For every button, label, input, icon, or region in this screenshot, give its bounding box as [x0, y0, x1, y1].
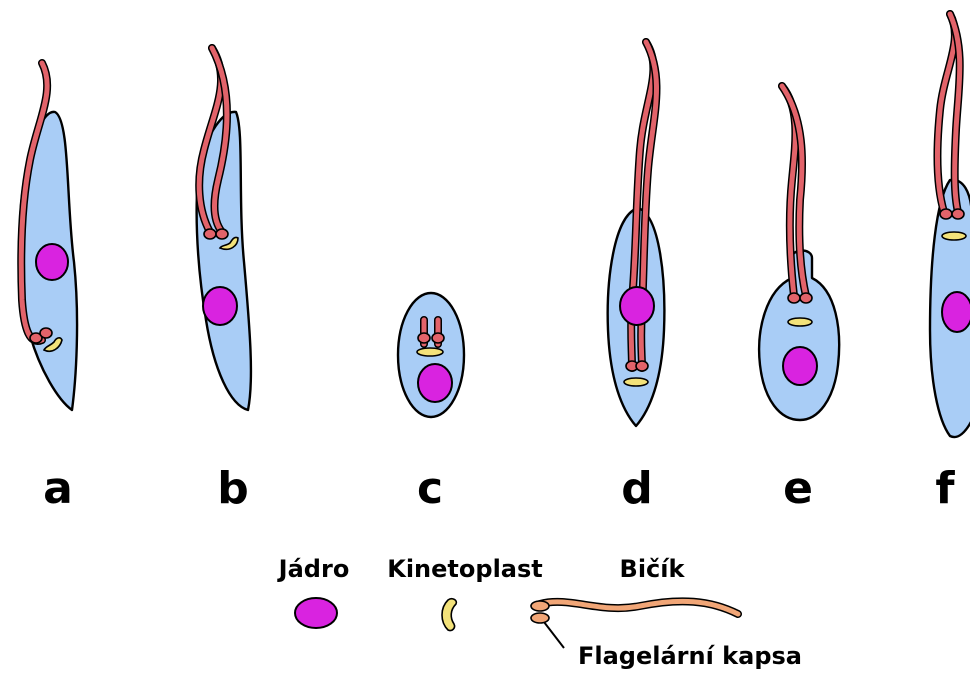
form-e: [759, 86, 839, 420]
kinetoplast-d: [624, 378, 648, 386]
nucleus-b: [203, 287, 237, 325]
form-label-e: e: [783, 463, 813, 514]
legend-label-kinetoplast: Kinetoplast: [387, 555, 543, 583]
flagellar-pocket-e: [788, 293, 800, 303]
kinetoplast-f: [942, 232, 966, 240]
flagellar-pocket-f: [940, 209, 952, 219]
legend-kinetoplast-swatch: [442, 599, 456, 631]
nucleus-f: [942, 292, 970, 332]
flagellar-pocket-b: [204, 229, 216, 239]
flagellar-pocket-c: [418, 333, 430, 343]
form-label-a: a: [43, 463, 73, 514]
legend-label-nucleus: Jádro: [277, 555, 350, 583]
legend: Jádro Kinetoplast Bičík Flagelární kapsa: [277, 555, 802, 670]
form-b: [197, 48, 251, 410]
form-label-d: d: [621, 463, 653, 514]
legend-label-flagellar-pocket: Flagelární kapsa: [578, 642, 802, 670]
legend-label-flagellum: Bičík: [620, 555, 686, 583]
nucleus-c: [418, 364, 452, 402]
form-a: [20, 63, 77, 410]
form-label-b: b: [217, 463, 249, 514]
legend-pointer-line: [544, 622, 564, 648]
form-c: [398, 293, 464, 417]
form-d: [608, 42, 665, 426]
form-f: [930, 14, 970, 437]
legend-nucleus-swatch: [295, 598, 337, 628]
nucleus-a: [36, 244, 68, 280]
nucleus-e: [783, 347, 817, 385]
legend-flagellar-pocket-swatch: [531, 601, 549, 611]
nucleus-d: [620, 287, 654, 325]
kinetoplast-c: [417, 348, 443, 356]
kinetoplast-e: [788, 318, 812, 326]
form-label-f: f: [935, 463, 955, 514]
form-label-c: c: [417, 463, 443, 514]
